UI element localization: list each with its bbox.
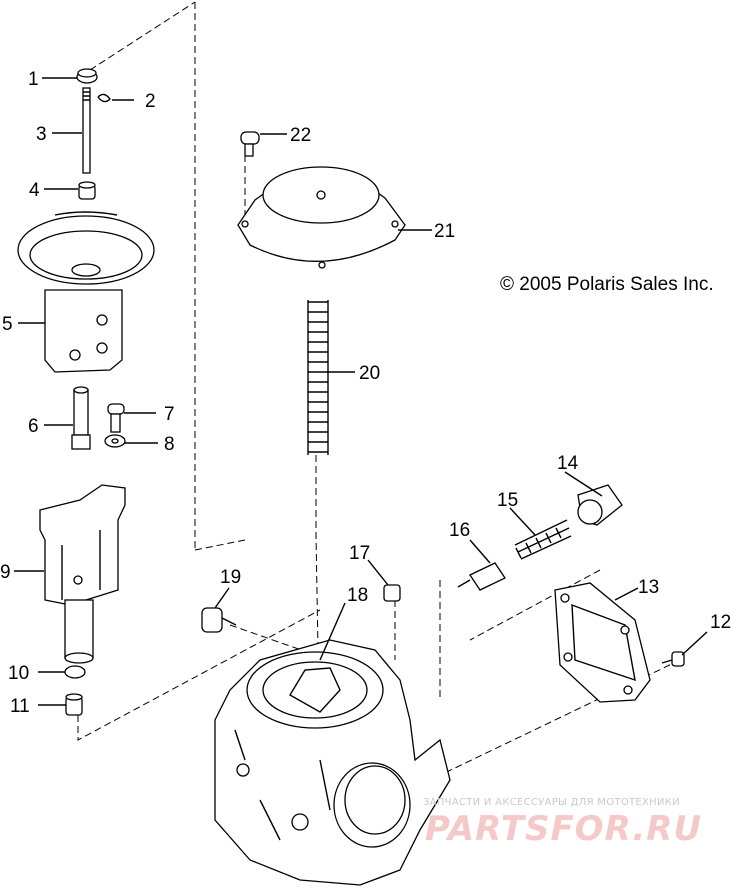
part-3-jet-needle [82, 87, 91, 174]
part-7-screw [107, 403, 125, 433]
callout-16: 16 [449, 520, 470, 541]
part-19-pilot-screw [201, 607, 237, 633]
leader-lines [14, 77, 708, 706]
callout-1: 1 [28, 69, 39, 90]
part-22-screw [240, 131, 260, 157]
part-14-cap [577, 484, 623, 526]
part-4-retainer [78, 181, 96, 200]
callout-20: 20 [359, 363, 380, 384]
part-12-screw [661, 651, 685, 667]
callout-19: 19 [220, 567, 241, 588]
callout-11: 11 [10, 696, 30, 717]
callout-14: 14 [557, 453, 579, 474]
watermark-tagline: ЗАПЧАСТИ И АКСЕССУАРЫ ДЛЯ МОТОТЕХНИКИ [423, 797, 680, 808]
callout-22: 22 [290, 125, 311, 146]
part-20-spring [307, 300, 329, 455]
part-6-needle-jet [71, 386, 91, 450]
part-21-top-cover [237, 166, 406, 269]
watermark: ЗАПЧАСТИ И АКСЕССУАРЫ ДЛЯ МОТОТЕХНИКИ PA… [423, 797, 702, 849]
callout-15: 15 [497, 490, 518, 511]
part-13-cover [554, 582, 651, 703]
part-17-plug [383, 584, 401, 602]
callout-4: 4 [29, 180, 40, 201]
callout-7: 7 [164, 404, 175, 425]
part-16-needle-valve [457, 562, 506, 591]
callout-17: 17 [349, 543, 370, 564]
callout-12: 12 [710, 612, 731, 633]
part-15-spring [514, 519, 572, 560]
part-9-throttle-slide [39, 484, 126, 664]
watermark-logo: PARTSFOR.RU [425, 809, 702, 849]
callout-18: 18 [347, 585, 368, 606]
part-8-lock-washer [104, 434, 126, 448]
copyright-notice: © 2005 Polaris Sales Inc. [500, 274, 714, 295]
callout-labels: 1 2 3 4 5 6 7 8 9 10 11 12 13 14 15 16 1… [0, 69, 731, 717]
callout-3: 3 [36, 124, 47, 145]
part-5-diaphragm-piston [17, 211, 155, 373]
part-10-washer [64, 665, 86, 679]
part-18-carburetor-body [214, 639, 451, 886]
callout-10: 10 [8, 663, 29, 684]
part-11-jet [65, 693, 83, 716]
callout-2: 2 [145, 91, 156, 112]
callout-6: 6 [28, 416, 39, 437]
part-2-clip [97, 93, 111, 103]
callout-21: 21 [434, 221, 455, 242]
callout-13: 13 [638, 577, 659, 598]
callout-9: 9 [0, 562, 11, 583]
callout-5: 5 [2, 314, 13, 335]
part-1-nut [76, 68, 98, 84]
callout-8: 8 [164, 434, 175, 455]
